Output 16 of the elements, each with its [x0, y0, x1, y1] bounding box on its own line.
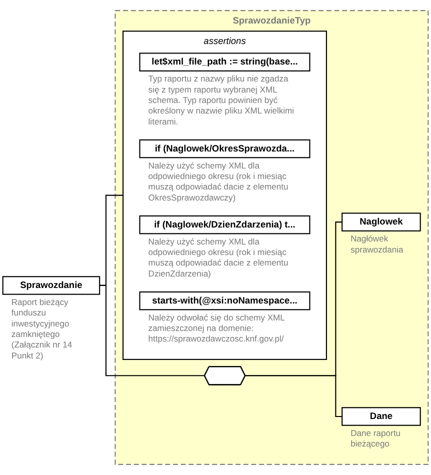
node-label: Należy użyć schemy XML dla odpowiedniego okresu (rok i miesiąc muszą odpowiadać dacie z elementu DzienZdarzenia)	[148, 236, 288, 278]
connector	[100, 194, 124, 286]
node-box: let$xml_file_path := string(base...	[139, 52, 310, 72]
node-box: Naglowek	[342, 212, 421, 232]
node-label: Typ raportu z nazwy pliku nie zgadza się z typem raportu wybranej XML schema. Typ raportu powinien być określony w nazwie pliku XML wielkimi literami.	[148, 74, 294, 126]
node-label: Raport bieżący funduszu inwestycyjnego zamkniętego (Załącznik nr 14 Punkt 2)	[11, 297, 72, 360]
node-label: Nagłówek sprawozdania	[350, 234, 404, 254]
node-box: if (Naglowek/OkresSprawozda...	[139, 139, 310, 158]
node-box: if (Naglowek/DzienZdarzenia) t...	[139, 215, 310, 234]
node-box: Sprawozdanie	[2, 276, 100, 295]
node-box: Dane	[342, 407, 421, 426]
node-box: starts-with(@xsi:noNamespace...	[139, 291, 310, 310]
node-label: Należy użyć schemy XML dla odpowiedniego okresu (rok i miesiąc muszą odpowiadać dacie z elementu OkresSprawozdawczy)	[148, 160, 288, 202]
node-label: Należy odwołać się do schemy XML zamieszczonej na domenie: https://sprawozdawczosc.knf.gov.pl/	[148, 312, 285, 344]
node-label: Dane raportu bieżącego	[350, 428, 400, 449]
connector	[245, 375, 342, 418]
